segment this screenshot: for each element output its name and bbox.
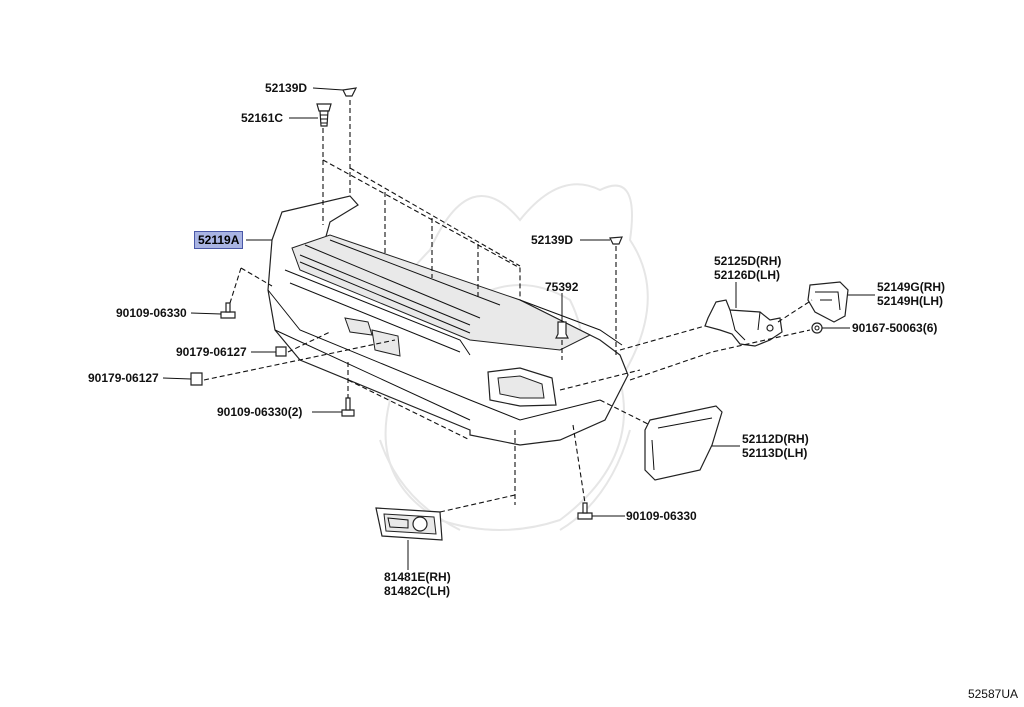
part-75392-illustration bbox=[555, 321, 569, 339]
label-90109-left[interactable]: 90109-06330 bbox=[116, 306, 187, 320]
nut-90179-a-illustration bbox=[275, 346, 287, 357]
bumper-cover-illustration bbox=[267, 195, 629, 446]
label-52125d[interactable]: 52125D(RH) bbox=[714, 254, 782, 268]
label-75392[interactable]: 75392 bbox=[545, 280, 579, 294]
illustration-code: 52587UA bbox=[967, 687, 1018, 701]
clip-52161c-illustration bbox=[316, 103, 332, 127]
bolt-90109-bottom-illustration bbox=[341, 397, 355, 417]
label-52149g[interactable]: 52149G(RH) bbox=[877, 280, 946, 294]
clip-52139d-mid-illustration bbox=[609, 236, 623, 245]
label-52113d[interactable]: 52113D(LH) bbox=[742, 446, 808, 460]
label-52126d[interactable]: 52126D(LH) bbox=[714, 268, 781, 282]
label-52139d-mid[interactable]: 52139D bbox=[531, 233, 574, 247]
leader-lines bbox=[162, 87, 875, 570]
label-52161c[interactable]: 52161C bbox=[241, 111, 284, 125]
label-52112d[interactable]: 52112D(RH) bbox=[742, 432, 809, 446]
cover-81481e-illustration bbox=[375, 507, 443, 541]
clip-52139d-top-illustration bbox=[342, 87, 358, 97]
label-90109-bottom[interactable]: 90109-06330(2) bbox=[217, 405, 303, 419]
label-90167[interactable]: 90167-50063(6) bbox=[852, 321, 938, 335]
bolt-90109-left-illustration bbox=[220, 302, 236, 319]
bolt-90109-right-illustration bbox=[577, 502, 593, 520]
label-52139d-top[interactable]: 52139D bbox=[265, 81, 308, 95]
extension-52112d-illustration bbox=[644, 405, 723, 481]
nut-90167-illustration bbox=[811, 322, 823, 334]
label-52119a[interactable]: 52119A bbox=[194, 231, 244, 249]
label-52149h[interactable]: 52149H(LH) bbox=[877, 294, 944, 308]
label-81482c[interactable]: 81482C(LH) bbox=[384, 584, 451, 598]
label-90179-b[interactable]: 90179-06127 bbox=[88, 371, 159, 385]
label-90109-right[interactable]: 90109-06330 bbox=[626, 509, 697, 523]
assembly-dashed-lines bbox=[203, 100, 813, 513]
label-90179-a[interactable]: 90179-06127 bbox=[176, 345, 247, 359]
label-81481e[interactable]: 81481E(RH) bbox=[384, 570, 451, 584]
nut-90179-b-illustration bbox=[190, 372, 203, 386]
bracket-52125d-illustration bbox=[704, 299, 783, 347]
retainer-52149g-illustration bbox=[807, 281, 849, 323]
